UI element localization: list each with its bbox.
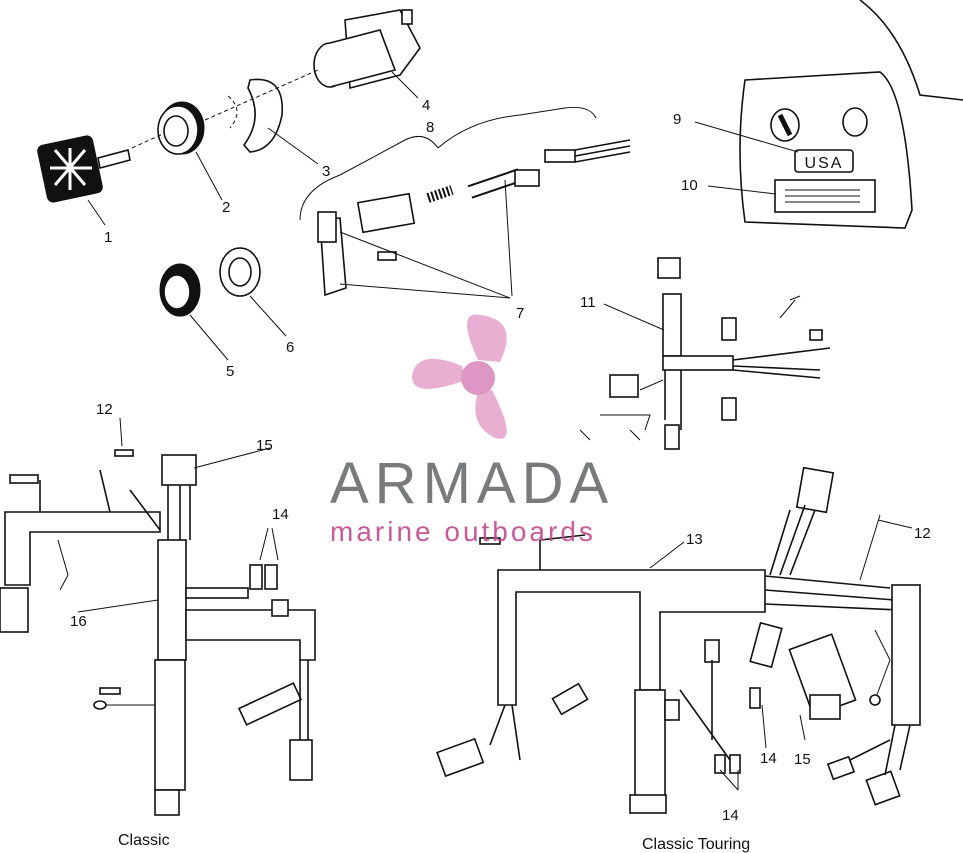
watermark-brand: ARMADA [330,451,614,516]
callout-15-touring: 15 [794,751,811,768]
callout-5: 5 [226,363,234,380]
callout-11: 11 [580,294,596,311]
callout-2: 2 [222,199,230,216]
armada-watermark: ARMADA marine outboards [330,314,614,547]
callout-1: 1 [104,229,112,246]
callout-14-touring-b: 14 [722,807,739,824]
callout-8: 8 [426,119,434,136]
leader-lines-top-left [87,69,419,361]
caption-classic: Classic [118,832,170,849]
callout-16: 16 [70,613,87,630]
callout-3: 3 [322,163,330,180]
choke-assembly-part-7 [317,168,540,299]
callout-12-classic: 12 [96,401,113,418]
key-fob-part-1 [37,135,131,203]
bezel-ring-part-2 [157,101,205,155]
wire-harness-part-13 [436,466,921,814]
callout-7: 7 [516,305,524,322]
caption-classic-touring: Classic Touring [642,836,750,853]
callout-4: 4 [422,97,430,114]
callout-14-classic: 14 [272,506,289,523]
propeller-logo-icon [411,314,507,439]
callout-10: 10 [681,177,698,194]
console-panel [694,0,963,229]
gasket-part-3 [227,78,283,153]
nut-part-5 [159,263,201,317]
callout-13: 13 [686,531,703,548]
callout-labels: 1 2 3 4 5 6 7 8 9 10 11 12 12 13 14 14 1… [70,97,931,824]
callout-15-classic: 15 [256,437,273,454]
callout-6: 6 [286,339,294,356]
ignition-switch-part-4 [313,9,421,90]
wire-harness-part-16 [0,417,316,816]
callout-12-touring: 12 [914,525,931,542]
callout-9: 9 [673,111,681,128]
wire-harness-part-8 [299,107,631,221]
watermark-tagline: marine outboards [330,516,596,547]
lock-washer-part-6 [219,247,261,297]
callout-14-touring-a: 14 [760,750,777,767]
wire-harness-part-11 [579,257,831,450]
usa-plate-text: USA [805,155,844,172]
